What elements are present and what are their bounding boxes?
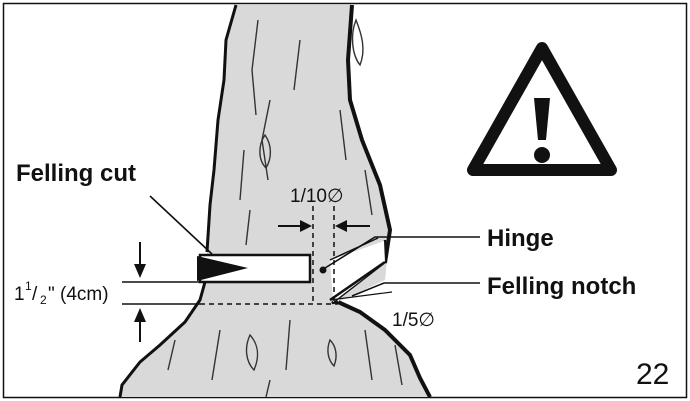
label-felling-cut: Felling cut [16, 160, 136, 187]
felling-notch-leader [351, 282, 480, 297]
dashed-guides [200, 206, 338, 305]
svg-text:2: 2 [40, 293, 47, 307]
felling-cut-leader [149, 195, 213, 255]
svg-text:1: 1 [25, 279, 32, 293]
label-hinge-ratio: 1/10∅ [290, 186, 344, 207]
label-hinge: Hinge [487, 225, 554, 252]
height-dimension [122, 242, 200, 342]
hinge-dimension-arrows [278, 220, 370, 232]
felling-notch-cut [331, 240, 387, 305]
label-notch-ratio: 1/5∅ [392, 310, 435, 331]
tree-trunk [118, 4, 432, 398]
bark-texture [167, 18, 403, 398]
hinge-leader-line [324, 236, 480, 269]
felling-wedge [197, 256, 248, 281]
label-felling-notch: Felling notch [487, 273, 636, 300]
svg-text:" (4cm): " (4cm) [48, 284, 109, 305]
figure-number: 22 [636, 358, 669, 391]
hinge-marker-dot [319, 266, 327, 274]
svg-text:/: / [32, 284, 38, 305]
svg-text:1: 1 [14, 284, 25, 305]
label-height: 1 1 / 2 " (4cm) [14, 279, 109, 307]
warning-triangle-icon [467, 42, 617, 176]
